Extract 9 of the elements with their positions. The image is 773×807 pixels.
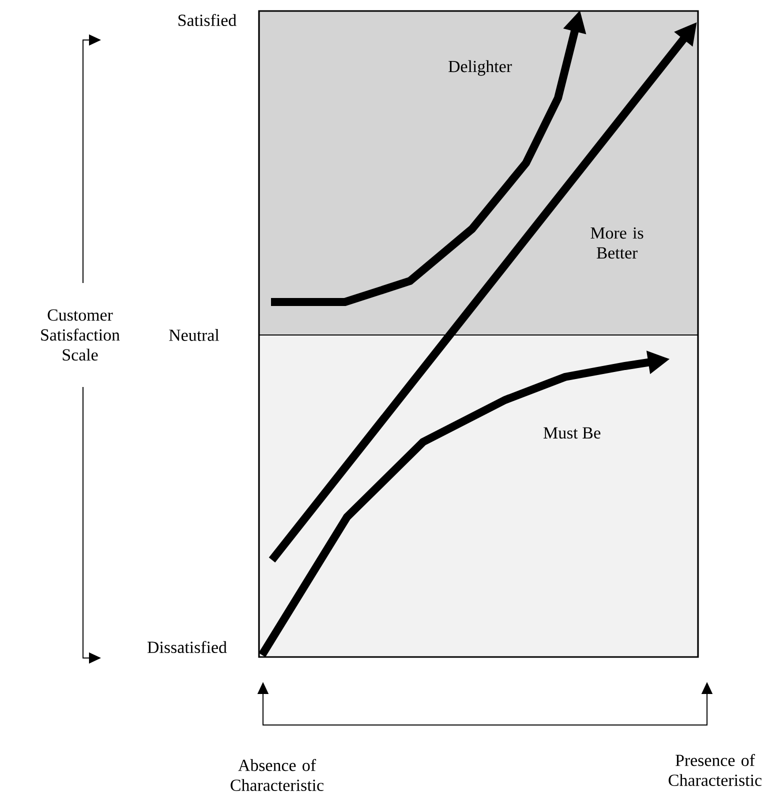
axis-label: Dissatisfied <box>148 640 227 654</box>
axis-label: Delighter <box>448 60 512 76</box>
axis-label: Satisfied <box>178 14 236 26</box>
axis-label: Neutral <box>169 329 220 341</box>
axis-label: Must Be <box>544 427 600 439</box>
axis-label: More is Better <box>590 227 644 259</box>
axis-label: Absence of Characteristic <box>230 759 324 792</box>
axis-label: Customer Satisfaction Scale <box>41 309 120 361</box>
axis-label: Presence of Characteristic <box>668 754 762 786</box>
